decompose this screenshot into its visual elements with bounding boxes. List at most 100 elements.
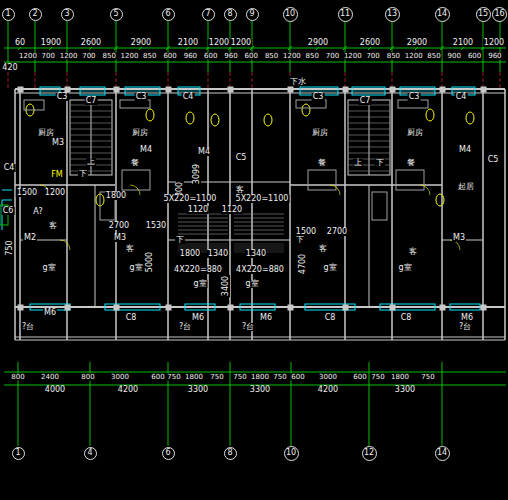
plan-text: 1200 [18, 53, 38, 60]
plan-line [300, 91, 338, 92]
plan-line [70, 135, 112, 136]
axis-bubble: 8 [224, 447, 237, 460]
plan-rect [308, 170, 336, 190]
axis-number: 7 [205, 10, 210, 18]
plan-rect [348, 100, 390, 175]
plan-line [2, 190, 12, 191]
plan-text: 客 [318, 245, 328, 253]
plan-line [35, 21, 36, 72]
plan-text: g室 [322, 264, 337, 272]
plan-rect [240, 304, 275, 310]
plan-line [392, 72, 393, 88]
plan-text: 下 [175, 236, 185, 244]
plan-line [290, 21, 291, 72]
plan-text: g室 [397, 264, 412, 272]
plan-line [15, 306, 505, 308]
axis-number: 15 [478, 10, 488, 18]
plan-text: 起居 [457, 183, 475, 191]
plan-line [15, 93, 505, 94]
plan-text: M6 [191, 314, 205, 322]
plan-line [116, 21, 117, 72]
plan-line [4, 48, 506, 49]
plan-text: 4200 [317, 386, 339, 394]
plan-text: A? [32, 208, 44, 216]
plan-text: FM [50, 171, 64, 179]
plan-line [178, 248, 228, 249]
plan-line [15, 340, 505, 341]
plan-rect [18, 87, 23, 92]
plan-rect [80, 87, 105, 95]
plan-line [348, 129, 390, 130]
plan-line [67, 21, 68, 72]
toilet-symbol [426, 109, 434, 121]
plan-rect [120, 100, 150, 108]
plan-line [114, 46, 118, 50]
plan-rect [343, 305, 348, 310]
plan-line [234, 246, 284, 247]
plan-text: 4000 [44, 386, 66, 394]
plan-line [95, 185, 96, 307]
toilet-symbol [436, 194, 444, 206]
plan-text: 3300 [249, 386, 271, 394]
plan-text: 5X220=1100 [235, 195, 290, 203]
plan-rect [305, 304, 355, 310]
plan-text: M3 [51, 139, 65, 147]
plan-line [178, 234, 228, 235]
plan-line [4, 62, 506, 63]
plan-rect [440, 87, 445, 92]
plan-rect [288, 87, 293, 92]
axis-bubble: 16 [492, 7, 507, 22]
axis-number: 10 [285, 10, 295, 18]
plan-text: 1900 [40, 39, 62, 47]
plan-text: 1530 [145, 222, 167, 230]
plan-text: C3 [135, 93, 148, 101]
plan-text: 750 [166, 374, 181, 381]
plan-text: 1500 [16, 189, 38, 197]
plan-text: 850 [305, 53, 320, 60]
plan-text: 750 [232, 374, 247, 381]
plan-line [125, 91, 160, 92]
plan-text: 750 [6, 239, 14, 256]
plan-rect [450, 304, 480, 310]
plan-text: 750 [209, 374, 224, 381]
plan-text: 1800 [390, 374, 410, 381]
plan-text: 2400 [40, 374, 60, 381]
plan-line [234, 222, 284, 223]
plan-text: C5 [235, 154, 248, 162]
plan-line [348, 171, 390, 172]
plan-text: C8 [324, 314, 337, 322]
plan-text: M6 [460, 314, 474, 322]
plan-line [70, 171, 112, 172]
plan-text: 客 [408, 248, 418, 256]
plan-text: 1200 [120, 53, 140, 60]
axis-number: 4 [87, 449, 92, 457]
axis-bubble: 3 [61, 8, 74, 21]
plan-rect [114, 87, 119, 92]
plan-text: 3000 [110, 374, 130, 381]
plan-line [178, 230, 228, 231]
plan-text: 厨房 [311, 129, 329, 137]
axis-bubble: 5 [110, 8, 123, 21]
plan-line [178, 246, 228, 247]
plan-text: 2700 [108, 222, 130, 230]
plan-text: C8 [125, 314, 138, 322]
plan-text: 850 [426, 53, 441, 60]
plan-text: 1200 [343, 53, 363, 60]
plan-rect [228, 305, 233, 310]
plan-line [440, 46, 444, 50]
plan-rect [166, 305, 171, 310]
plan-text: ?台 [241, 323, 255, 331]
plan-text: g室 [244, 280, 259, 288]
axis-bubble: 10 [283, 7, 298, 22]
plan-rect [24, 100, 44, 110]
toilet-symbol [264, 114, 272, 126]
plan-rect [288, 305, 293, 310]
plan-line [178, 91, 200, 92]
plan-line [290, 184, 442, 186]
plan-text: ?台 [458, 323, 472, 331]
plan-line [168, 72, 169, 88]
plan-line [19, 89, 21, 340]
plan-text: 750 [272, 374, 287, 381]
axis-number: 1 [5, 10, 10, 18]
axis-bubble: 13 [385, 7, 400, 22]
